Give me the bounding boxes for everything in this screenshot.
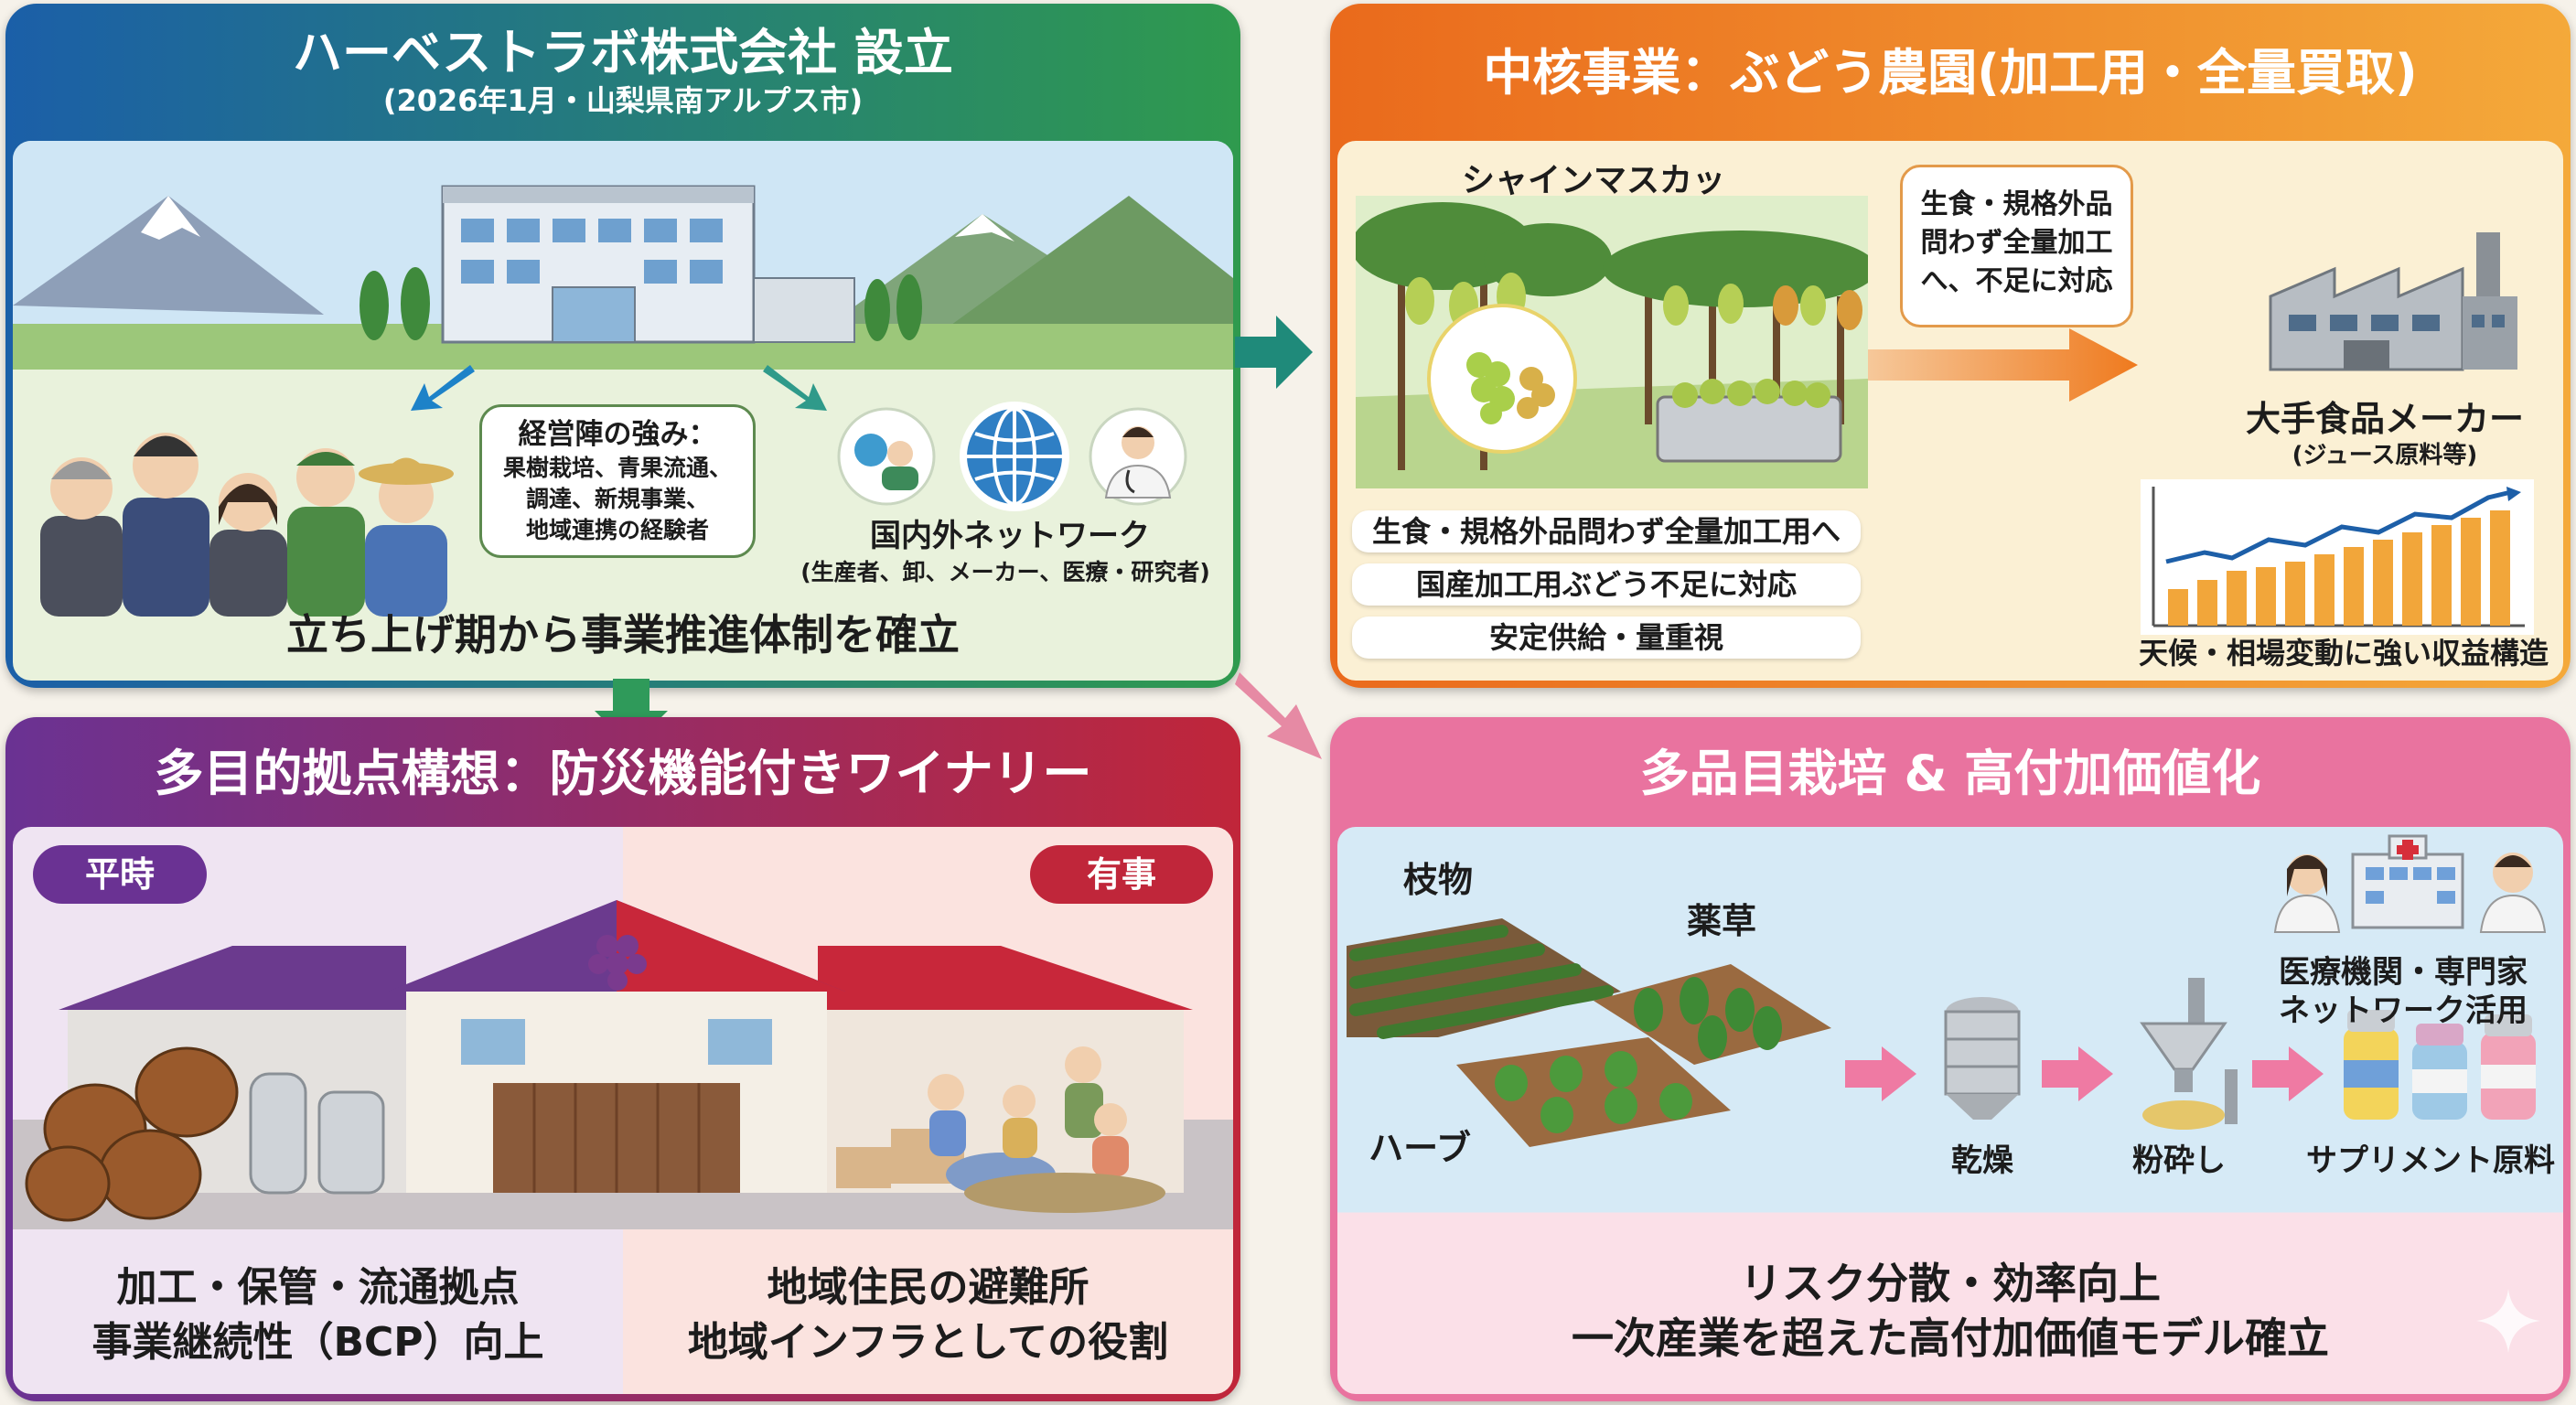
core-pill-3: 安定供給・量重視 xyxy=(1352,617,1861,659)
supplement-bottles-icon xyxy=(2344,1010,2536,1120)
globe-icon xyxy=(960,402,1069,511)
doctor-icon xyxy=(1089,407,1187,506)
diversify-title: 多品目栽培 & 高付加価値化 xyxy=(1639,745,2261,802)
winery-left-line-1: 加工・保管・流通拠点 xyxy=(116,1264,520,1311)
founding-body: 経営陣の強み： 果樹栽培、青果流通、 調達、新規事業、 地域連携の経験者 国内外… xyxy=(13,141,1233,681)
network-label: 国内外ネットワーク xyxy=(870,518,1150,554)
diversify-body: 枝物 薬草 ハーブ xyxy=(1337,827,2563,1394)
arrow-right-to-core-icon xyxy=(1235,316,1313,389)
factory-icon xyxy=(2269,232,2517,371)
grinder-icon xyxy=(2140,978,2238,1130)
dryer-icon xyxy=(1944,997,2021,1120)
crop-label-2: 薬草 xyxy=(1686,901,1756,941)
founding-panel: ハーベストラボ株式会社 設立 (2026年1月・山梨県南アルプス市) xyxy=(5,4,1240,688)
bubble-line-2: 問わず全量加工 xyxy=(1920,227,2113,259)
handshake-globe-icon xyxy=(837,407,936,506)
arrow-to-network-icon xyxy=(763,365,827,411)
arrow-to-team-icon xyxy=(411,365,475,411)
step-label-supplement: サプリメント原料 xyxy=(2306,1142,2555,1179)
bubble-line-3: へ、不足に対応 xyxy=(1920,265,2113,297)
step-label-dry: 乾燥 xyxy=(1951,1142,2013,1179)
chart-caption: 天候・相場変動に強い収益構造 xyxy=(2138,636,2549,670)
core-pill-1: 生食・規格外品問わず全量加工用へ xyxy=(1352,510,1861,552)
crop-label-3: ハーブ xyxy=(1368,1128,1471,1168)
arrow-to-maker-icon xyxy=(1868,328,2138,402)
winery-right-line-1: 地域住民の避難所 xyxy=(767,1264,1089,1311)
strengths-title: 経営陣の強み： xyxy=(518,418,717,451)
founding-subtitle: (2026年1月・山梨県南アルプス市) xyxy=(382,83,864,118)
process-arrow-2-icon xyxy=(2042,1046,2113,1101)
vineyard-illustration xyxy=(1356,196,1868,488)
hospital-staff-icon xyxy=(2273,834,2547,933)
maker-name: 大手食品メーカー xyxy=(2245,399,2524,439)
winery-header: 多目的拠点構想：防災機能付きワイナリー xyxy=(5,717,1240,825)
winery-body: 平時 有事 xyxy=(13,827,1233,1394)
medical-network-line-1: 医療機関・専門家 xyxy=(2279,954,2528,991)
crop-label-1: 枝物 xyxy=(1402,860,1473,900)
core-header: 中核事業：ぶどう農園(加工用・全量買取) xyxy=(1330,4,2571,139)
bubble-line-1: 生食・規格外品 xyxy=(1920,188,2113,220)
tag-normal: 平時 xyxy=(33,845,207,904)
arrow-diagonal-to-diversify-icon xyxy=(1235,672,1322,759)
founding-header: ハーベストラボ株式会社 設立 (2026年1月・山梨県南アルプス市) xyxy=(5,4,1240,139)
step-label-grind: 粉砕し xyxy=(2132,1142,2226,1179)
crop-fields-illustration xyxy=(1347,918,1831,1147)
medical-network-line-2: ネットワーク活用 xyxy=(2279,992,2528,1029)
diversify-footer-line-2: 一次産業を超えた高付加価値モデル確立 xyxy=(1572,1314,2329,1363)
management-team-illustration xyxy=(40,433,454,617)
founding-footer: 立ち上げ期から事業推進体制を確立 xyxy=(286,610,960,660)
arrow-down-to-winery-icon xyxy=(595,679,668,747)
diversify-panel: 多品目栽培 & 高付加価値化 枝物 薬草 ハーブ xyxy=(1330,717,2571,1401)
winery-building-illustration xyxy=(13,900,1233,1229)
core-body: シャインマスカット 生食・規格外品問わず全量加工用へ 国産加工用ぶどう不足に対 xyxy=(1337,141,2563,681)
winery-left-line-2: 事業継続性（BCP）向上 xyxy=(91,1319,544,1366)
revenue-growth-chart xyxy=(2141,479,2534,635)
strengths-line-3: 地域連携の経験者 xyxy=(525,517,709,543)
founding-title: ハーベストラボ株式会社 設立 xyxy=(293,24,953,81)
network-sublabel: (生産者、卸、メーカー、医療・研究者) xyxy=(800,559,1210,585)
core-panel: 中核事業：ぶどう農園(加工用・全量買取) シャインマスカット 生食 xyxy=(1330,4,2571,688)
processing-bubble: 生食・規格外品 問わず全量加工 へ、不足に対応 xyxy=(1900,165,2133,327)
winery-right-line-2: 地域インフラとしての役割 xyxy=(687,1319,1169,1366)
strengths-line-1: 果樹栽培、青果流通、 xyxy=(502,455,732,481)
founding-landscape-illustration xyxy=(13,141,1233,370)
winery-panel: 多目的拠点構想：防災機能付きワイナリー 平時 有事 xyxy=(5,717,1240,1401)
diversify-footer-line-1: リスク分散・効率向上 xyxy=(1740,1259,2161,1308)
strengths-line-2: 調達、新規事業、 xyxy=(525,486,709,512)
winery-title: 多目的拠点構想：防災機能付きワイナリー xyxy=(154,745,1092,802)
strengths-bubble: 経営陣の強み： 果樹栽培、青果流通、 調達、新規事業、 地域連携の経験者 xyxy=(479,404,756,558)
core-title: 中核事業：ぶどう農園(加工用・全量買取) xyxy=(1483,44,2418,102)
maker-sublabel: (ジュース原料等) xyxy=(2292,442,2478,469)
process-arrow-3-icon xyxy=(2252,1046,2324,1101)
sparkle-icon xyxy=(2476,1289,2540,1353)
process-arrow-1-icon xyxy=(1845,1046,1916,1101)
tag-emergency: 有事 xyxy=(1030,845,1213,904)
diversify-header: 多品目栽培 & 高付加価値化 xyxy=(1330,717,2571,825)
core-pill-2: 国産加工用ぶどう不足に対応 xyxy=(1352,563,1861,606)
